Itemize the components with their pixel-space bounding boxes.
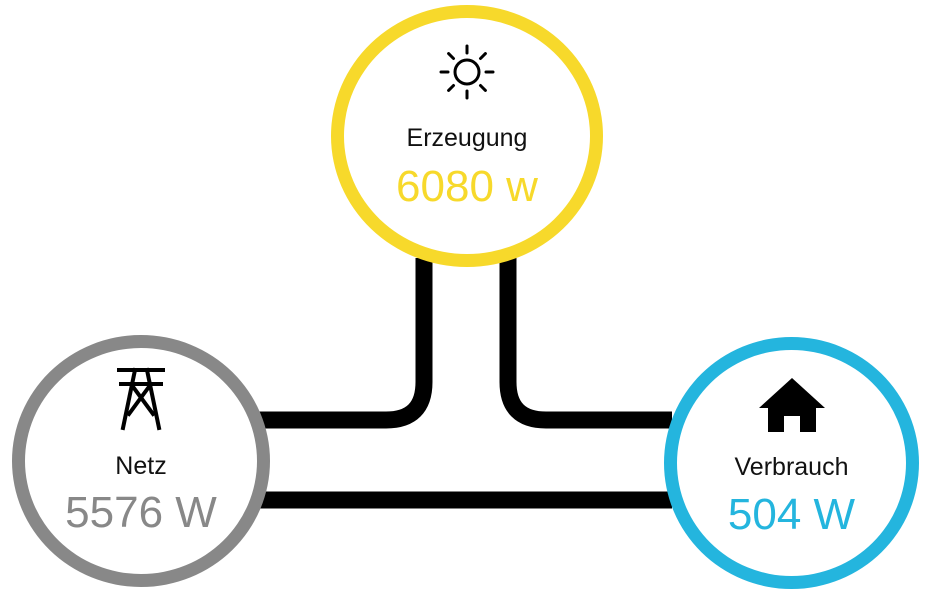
power-pylon-icon [117,367,165,431]
grid-value: 5576 W [65,488,217,537]
grid-node: Netz 5576 W [12,335,270,587]
home-label: Verbrauch [734,453,849,481]
flow-line-solar-to-home [499,258,672,429]
grid-label: Netz [115,452,167,480]
flow-line-solar-to-grid [258,258,433,429]
home-node: Verbrauch 504 W [664,337,919,589]
house-icon [759,378,825,432]
solar-label: Erzeugung [406,124,528,152]
solar-node: Erzeugung 6080 w [331,5,603,267]
sun-icon [439,44,495,100]
solar-value: 6080 w [396,162,538,211]
home-value: 504 W [727,490,856,539]
